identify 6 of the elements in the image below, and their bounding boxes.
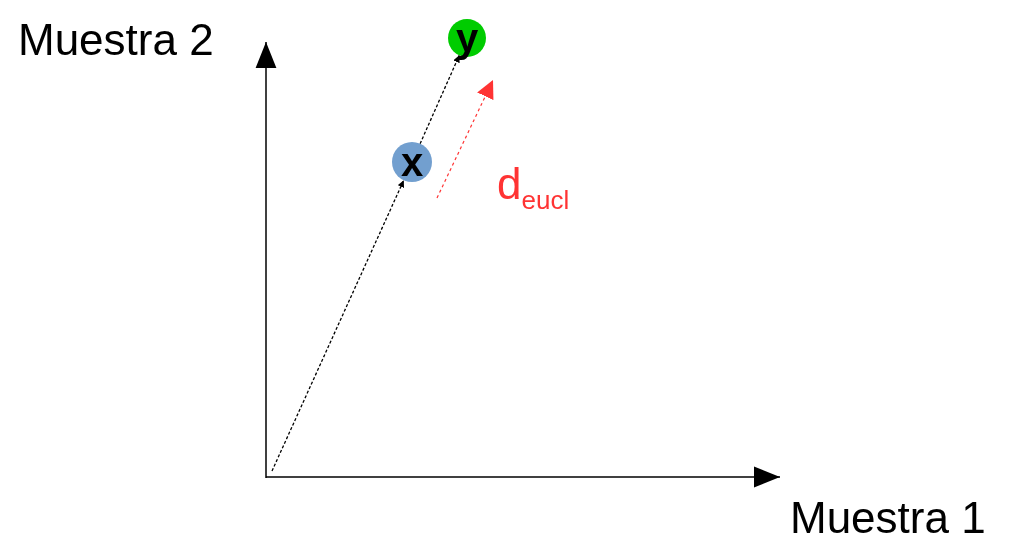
arrow bbox=[419, 54, 460, 145]
arrow bbox=[271, 179, 405, 472]
distance-label: d$_{eucl}$ bbox=[497, 162, 570, 213]
point-marker: x bbox=[392, 142, 432, 182]
axis-label: Muestra 2 bbox=[18, 18, 214, 62]
axis-label: Muestra 1 bbox=[790, 496, 986, 534]
